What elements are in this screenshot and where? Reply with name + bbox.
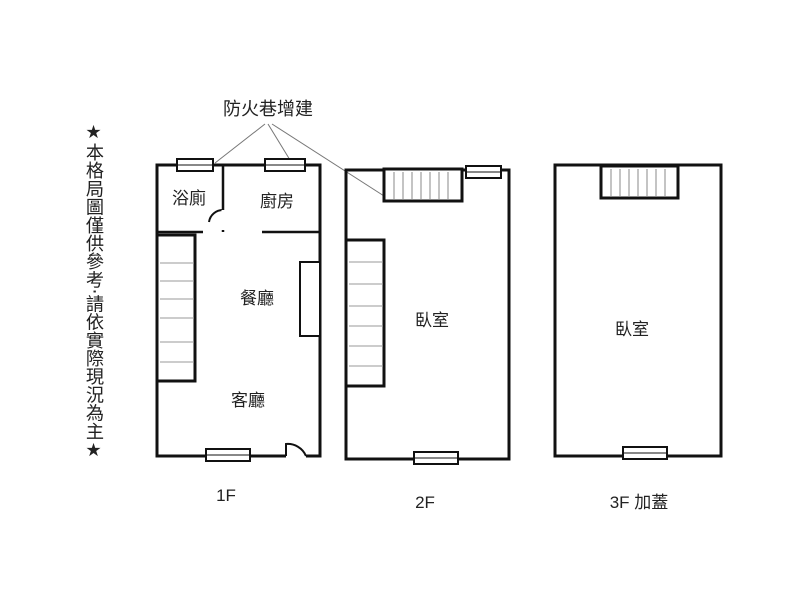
annotation-leader-lines — [214, 123, 385, 197]
annotation-label: 防火巷增建 — [223, 99, 313, 120]
window-1f-front — [205, 448, 251, 462]
floor-label-1f: 1F — [216, 486, 236, 505]
floor-label-2f: 2F — [415, 493, 435, 512]
room-label-dining: 餐廳 — [240, 289, 274, 309]
room-label-bedroom-2f: 臥室 — [415, 311, 449, 331]
room-label-living: 客廳 — [231, 391, 265, 411]
window-1f-kitchen — [264, 158, 306, 172]
window-2f-top — [465, 165, 502, 179]
floor-2f-plan: 臥室 2F — [344, 165, 511, 512]
floor-1f-plan: 浴廁 廚房 餐廳 客廳 1F — [155, 158, 322, 505]
window-1f-bathroom — [176, 158, 214, 172]
stairs-2f-top — [382, 167, 464, 203]
window-3f-front — [622, 446, 668, 460]
column-1f — [299, 261, 321, 337]
room-label-bedroom-3f: 臥室 — [615, 320, 649, 340]
window-2f-front — [413, 451, 459, 465]
disclaimer-note: ★本格局圖僅供參考·請依實際現況為主★ — [80, 122, 106, 492]
room-label-kitchen: 廚房 — [260, 191, 294, 212]
floor-3f-plan: 臥室 3F 加蓋 — [553, 163, 723, 512]
bathroom-door-swing — [208, 208, 224, 223]
floor-label-3f: 3F 加蓋 — [610, 493, 669, 512]
floor-3f-outline — [553, 163, 723, 458]
room-label-bathroom: 浴廁 — [172, 188, 206, 209]
stairs-1f — [155, 233, 197, 383]
stairs-3f-top — [599, 164, 680, 200]
stairs-2f-side — [344, 238, 386, 388]
disclaimer-text: ★本格局圖僅供參考·請依實際現況為主★ — [83, 122, 104, 461]
entry-door-1f — [285, 442, 307, 458]
